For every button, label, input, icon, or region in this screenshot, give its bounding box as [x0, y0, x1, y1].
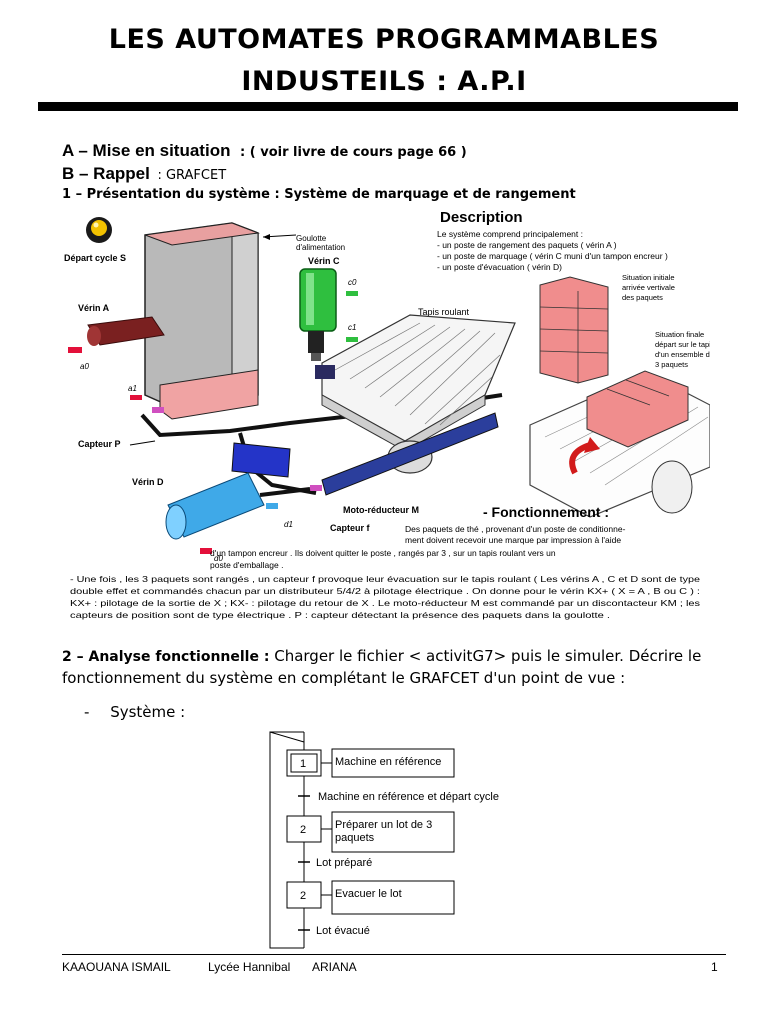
- situation-initiale-line1: Situation initiale: [622, 273, 675, 282]
- description-line-4: - un poste d'évacuation ( vérin D): [437, 262, 562, 272]
- section-2-text-line2: fonctionnement du système en complétant …: [62, 669, 626, 687]
- situation-finale-line2: départ sur le tapis: [655, 340, 710, 349]
- section-a-heading: A – Mise en situation : ( voir livre de …: [62, 141, 467, 161]
- grafcet-step-3: 2: [286, 881, 322, 909]
- final-belt: [529, 370, 710, 518]
- grafcet-action-3: Evacuer le lot: [335, 888, 402, 900]
- page-title-line1: LES AUTOMATES PROGRAMMABLES: [108, 24, 660, 55]
- page-title-line2: INDUSTEILS : A.P.I: [241, 66, 527, 97]
- description-title: Description: [440, 209, 523, 226]
- section-2-text-line1: Charger le fichier < activitG7> puis le …: [274, 647, 702, 665]
- depart-cycle-label: Départ cycle S: [64, 253, 126, 263]
- verin-d-label: Vérin D: [132, 477, 164, 487]
- grafcet-step-2: 2: [286, 815, 322, 843]
- description-line-2: - un poste de rangement des paquets ( vé…: [437, 240, 617, 250]
- depart-cycle-button-icon: [86, 217, 112, 243]
- grafcet-transition-3-label: Lot évacué: [316, 925, 370, 937]
- goulotte-chute: [144, 222, 260, 420]
- tapis-roulant-label: Tapis roulant: [418, 307, 470, 317]
- footer-page-number: 1: [711, 960, 718, 974]
- grafcet-action-2-box: [331, 811, 455, 853]
- figure-bottom-line-4: capteurs de position sont de type électr…: [70, 611, 610, 620]
- section-a-note: : ( voir livre de cours page 66 ): [240, 145, 467, 160]
- stacked-packets: [539, 276, 609, 384]
- goulotte-label-line1: Goulotte: [296, 234, 327, 243]
- footer-city: ARIANA: [312, 960, 357, 974]
- grafcet-step-1-number: 1: [300, 758, 306, 770]
- section-2-line1: 2 – Analyse fonctionnelle : Charger le f…: [62, 647, 701, 665]
- grafcet-step-2-number: 2: [300, 824, 306, 836]
- fonctionnement-title: - Fonctionnement :: [483, 504, 609, 520]
- verin-a-cylinder: [68, 316, 165, 353]
- verin-c-cylinder: [299, 268, 337, 361]
- section-b-heading: B – Rappel : GRAFCET: [62, 164, 226, 184]
- bullet-systeme: - Système :: [84, 703, 185, 721]
- fonctionnement-line-4: poste d'emballage .: [210, 560, 283, 570]
- section-2-label: 2 – Analyse fonctionnelle :: [62, 649, 270, 665]
- section-b-label: B – Rappel: [62, 164, 150, 183]
- grafcet-transition-1-label: Machine en référence et départ cycle: [318, 791, 499, 803]
- situation-finale-line3: d'un ensemble de: [655, 350, 710, 359]
- c1-label: c1: [348, 323, 356, 332]
- bullet-dash: -: [84, 703, 90, 721]
- verin-d-cylinder: [165, 472, 311, 540]
- footer-school: Lycée Hannibal: [208, 960, 291, 974]
- situation-finale-line4: 3 paquets: [655, 360, 688, 369]
- section-b-note: : GRAFCET: [157, 168, 227, 183]
- c0-label: c0: [348, 278, 357, 287]
- a1-label: a1: [128, 384, 137, 393]
- figure-bottom-line-2: double effet et commandés chacun par un …: [70, 587, 700, 596]
- a0-label: a0: [80, 362, 89, 371]
- fonctionnement-line-2: ment doivent recevoir une marque par imp…: [405, 535, 621, 545]
- d1-label: d1: [284, 520, 293, 529]
- fonctionnement-line-1: Des paquets de thé , provenant d'un post…: [405, 524, 626, 534]
- bullet-label: Système :: [110, 703, 186, 721]
- grafcet-action-2-line1: Préparer un lot de 3: [335, 819, 432, 831]
- goulotte-label-line2: d'alimentation: [296, 243, 345, 252]
- title-divider: [38, 102, 738, 111]
- grafcet-transition-2-label: Lot préparé: [316, 857, 372, 869]
- grafcet-diagram: 1 Machine en référence Machine en référe…: [269, 731, 499, 949]
- verin-c-label: Vérin C: [308, 256, 340, 266]
- grafcet-step-3-number: 2: [300, 890, 306, 902]
- situation-initiale-line2: arrivée vertivale: [622, 283, 675, 292]
- d0-label: d0: [214, 554, 223, 563]
- description-line-1: Le système comprend principalement :: [437, 229, 583, 239]
- situation-finale-line1: Situation finale: [655, 330, 704, 339]
- system-illustration: Départ cycle S Goulotte d'alimentation V…: [64, 209, 710, 620]
- grafcet-step-1: 1: [286, 749, 322, 777]
- description-line-3: - un poste de marquage ( vérin C muni d'…: [437, 251, 668, 261]
- figure-bottom-line-3: KX+ : pilotage de la sortie de X ; KX- :…: [70, 599, 700, 608]
- subsection-1-heading: 1 – Présentation du système : Système de…: [62, 187, 576, 202]
- capteur-p-label: Capteur P: [78, 439, 121, 449]
- verin-a-label: Vérin A: [78, 303, 110, 313]
- grafcet-loop-link: [269, 731, 305, 949]
- grafcet-action-3-box: [331, 880, 455, 915]
- footer-divider: [62, 954, 726, 955]
- moto-reducteur-label: Moto-réducteur M: [343, 505, 419, 515]
- grafcet-action-1-box: [331, 748, 455, 778]
- situation-initiale-line3: des paquets: [622, 293, 663, 302]
- section-a-label: A – Mise en situation: [62, 141, 231, 160]
- grafcet-action-1: Machine en référence: [335, 756, 441, 768]
- capteur-f-label: Capteur f: [330, 523, 371, 533]
- footer-author: KAAOUANA ISMAIL: [62, 960, 171, 974]
- grafcet-action-2-line2: paquets: [335, 832, 375, 844]
- figure-bottom-line-1: - Une fois , les 3 paquets sont rangés ,…: [70, 575, 701, 584]
- fonctionnement-line-3: d'un tampon encreur . Ils doivent quitte…: [210, 548, 556, 558]
